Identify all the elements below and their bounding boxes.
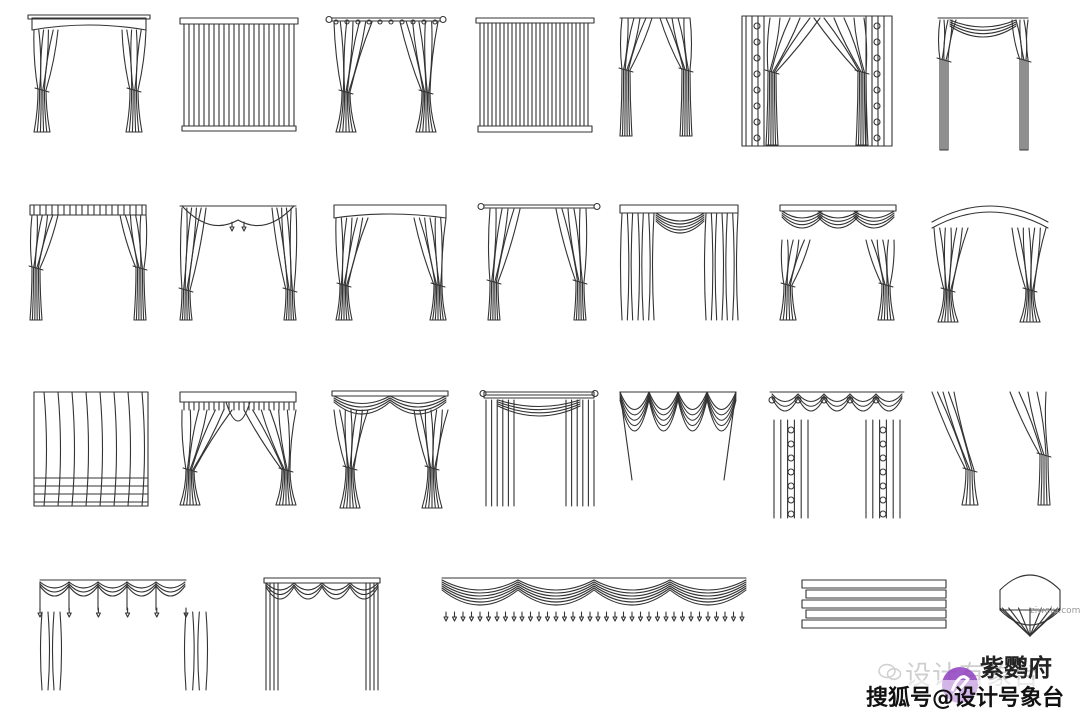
- curtain-9-scalloped-valance: [178, 205, 298, 321]
- site-name-watermark: 紫鹦府: [980, 654, 1052, 682]
- curtain-20-ornate-patterned: [768, 391, 905, 519]
- curtain-3-rod-pocket: [325, 15, 447, 133]
- curtain-1-arched-valance: [27, 14, 151, 133]
- curtain-22-festoon-valance: [37, 579, 209, 691]
- curtain-11-rod-tieback: [477, 202, 601, 321]
- curtain-15-roman-shade: [33, 391, 149, 507]
- curtain-8-pleated-valance: [28, 204, 148, 321]
- curtain-21-side-tiebacks: [931, 391, 1052, 506]
- curtain-14-arched-top: [931, 205, 1049, 323]
- site-url-watermark: ziwelu.com: [1030, 606, 1080, 616]
- curtain-25-roman-blind: [801, 579, 947, 629]
- wechat-icon: [878, 663, 902, 680]
- curtain-6-patterned-drape: [741, 15, 893, 147]
- sohu-attribution-watermark: 搜狐号@设计号象台: [862, 680, 1069, 712]
- curtain-7-swag-jabot: [936, 17, 1032, 151]
- curtain-2-vertical-blind: [179, 17, 299, 132]
- curtain-19-cascading-swags: [619, 391, 737, 481]
- curtain-4-vertical-blind: [475, 17, 595, 133]
- curtain-16-trimmed-tieback: [179, 391, 297, 506]
- curtain-18-rod-swag: [479, 389, 599, 507]
- curtain-26-fan-window: [999, 574, 1061, 637]
- curtain-17-swag-tieback: [331, 390, 449, 509]
- curtain-23-swag-drape: [263, 577, 381, 691]
- curtain-5-side-panels: [618, 17, 694, 137]
- curtain-24-swag-valance: [441, 577, 747, 622]
- curtain-13-triple-swag: [779, 204, 897, 321]
- curtain-10-box-pelmet: [333, 204, 447, 321]
- curtain-12-center-swag: [619, 204, 739, 321]
